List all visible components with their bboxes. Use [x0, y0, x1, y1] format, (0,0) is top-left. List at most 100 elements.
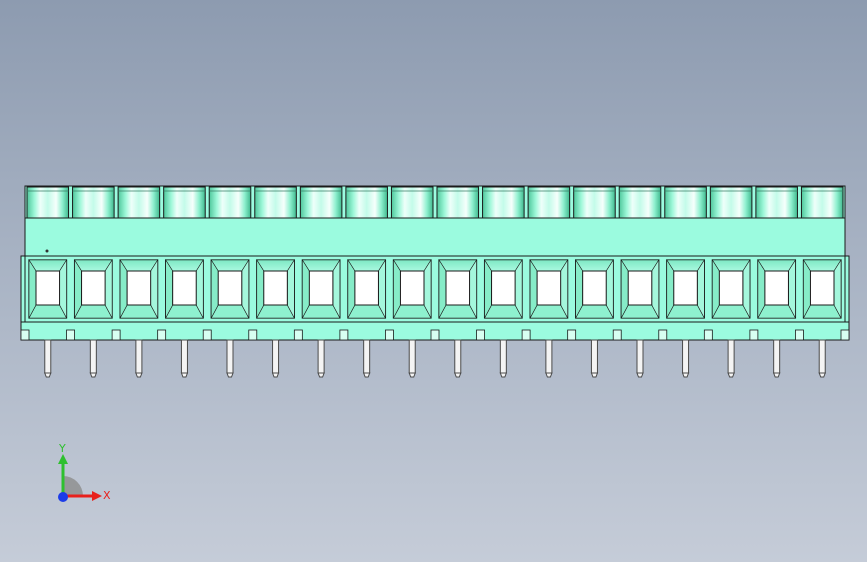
rotation-disc-icon: [63, 476, 83, 496]
base-notch: [202, 329, 212, 341]
solder-pin-tip: [89, 372, 98, 378]
wire-entry-window: [809, 270, 835, 306]
wire-entry-window: [354, 270, 379, 306]
axis-triad: Y X: [58, 442, 111, 502]
wire-entry-window: [35, 270, 61, 306]
solder-pin: [226, 339, 234, 374]
solder-pin: [590, 339, 598, 374]
solder-pin-tip: [499, 372, 508, 378]
solder-pin: [454, 339, 462, 374]
base-notch: [703, 329, 713, 341]
solder-pin: [180, 339, 188, 374]
screw-cap: [299, 186, 343, 219]
base-notch: [385, 329, 394, 341]
base-notch: [476, 329, 485, 341]
solder-pin-tip: [362, 372, 371, 378]
base-notch: [111, 329, 121, 341]
base-notch: [66, 329, 75, 341]
y-axis-label: Y: [58, 442, 66, 455]
solder-pin-tip: [180, 372, 189, 378]
wire-entry-window: [172, 270, 197, 306]
solder-pin: [818, 339, 826, 374]
solder-pin-tip: [408, 372, 416, 378]
solder-pin: [727, 339, 735, 374]
wire-entry-window: [627, 270, 653, 306]
solder-pin-tip: [636, 372, 644, 378]
base-notch: [749, 329, 759, 341]
solder-pin-tip: [818, 372, 826, 378]
base-notch: [430, 329, 440, 341]
solder-pin: [682, 339, 690, 374]
screw-cap: [436, 186, 480, 219]
solder-pin-tip: [454, 372, 462, 378]
solder-pin: [44, 339, 52, 374]
solder-pin-tip: [727, 372, 735, 378]
wire-entry-window: [263, 270, 288, 306]
x-axis-arrow-icon: [63, 491, 102, 501]
solder-pin: [272, 339, 280, 374]
wire-entry-window: [582, 270, 607, 306]
solder-pin-tip: [44, 372, 52, 378]
screw-cap: [800, 186, 844, 219]
solder-pin-tip: [681, 372, 690, 378]
wire-entry-window: [126, 270, 152, 306]
polarity-mark: [45, 249, 49, 253]
base-notch: [248, 329, 258, 341]
base-notch: [840, 329, 850, 341]
y-axis-arrow-icon: [58, 454, 68, 496]
screw-cap: [163, 186, 206, 219]
solder-pin: [545, 339, 553, 374]
base-notch: [157, 329, 167, 341]
solder-pin: [408, 339, 416, 374]
solder-pin: [499, 339, 507, 374]
screw-cap: [709, 186, 753, 219]
screw-cap: [527, 186, 571, 219]
solder-pin: [89, 339, 97, 374]
wire-entry-window: [399, 270, 425, 306]
solder-pin: [636, 339, 644, 374]
screw-cap: [72, 186, 115, 219]
wire-entry-window: [673, 270, 698, 306]
solder-pin: [363, 339, 371, 374]
screw-cap: [254, 186, 297, 219]
screw-cap: [618, 186, 662, 219]
base-notch: [795, 329, 804, 341]
base-notch: [293, 329, 303, 341]
solder-pin-tip: [772, 372, 781, 378]
solder-pin: [773, 339, 781, 374]
solder-pin-tip: [271, 372, 280, 378]
solder-pin-tip: [135, 372, 143, 378]
solder-pin-tip: [226, 372, 234, 378]
screw-cap: [664, 186, 707, 219]
wire-entry-window: [536, 270, 562, 306]
solder-pin-tip: [317, 372, 325, 378]
base-notch: [658, 329, 668, 341]
screw-cap: [26, 186, 70, 219]
base-notch: [339, 329, 349, 341]
base-notch: [612, 329, 622, 341]
x-axis-label: X: [103, 489, 111, 502]
base-notch: [521, 329, 531, 341]
screw-cap: [755, 186, 798, 219]
screw-cap: [573, 186, 616, 219]
solder-pin-tip: [590, 372, 599, 378]
upper-body: [24, 185, 846, 257]
wire-entry-window: [308, 270, 334, 306]
solder-pin-tip: [545, 372, 553, 378]
z-axis-origin-icon: [58, 492, 68, 502]
screw-cap: [390, 186, 434, 219]
wire-entry-window: [491, 270, 516, 306]
solder-pin: [317, 339, 325, 374]
screw-cap: [482, 186, 525, 219]
screw-cap: [117, 186, 161, 219]
wire-entry-window: [718, 270, 744, 306]
screw-cap: [208, 186, 252, 219]
solder-pin: [135, 339, 143, 374]
wire-entry-window: [445, 270, 471, 306]
lower-housing: [20, 255, 850, 323]
wire-entry-window: [217, 270, 243, 306]
base-notch: [20, 329, 30, 341]
wire-entry-window: [81, 270, 106, 306]
